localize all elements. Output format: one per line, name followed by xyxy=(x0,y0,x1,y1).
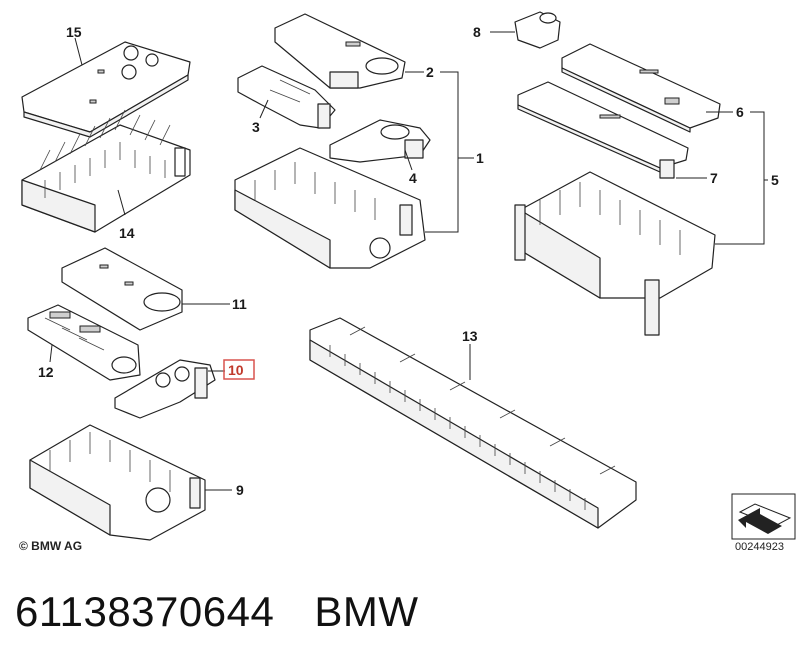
callout-13: 13 xyxy=(462,328,478,344)
callout-10: 10 xyxy=(228,362,244,378)
callout-11: 11 xyxy=(232,296,247,312)
parts-diagram: 15 14 2 3 4 1 8 6 7 5 11 12 10 9 13 xyxy=(21,11,796,541)
callout-15: 15 xyxy=(66,24,82,40)
callout-12: 12 xyxy=(38,364,54,380)
part-12-plate xyxy=(27,304,141,381)
part-6-upper-cover xyxy=(561,43,721,133)
part-5-large-box xyxy=(514,171,716,336)
brand-name: BMW xyxy=(314,588,419,635)
part-3-plate xyxy=(237,65,336,129)
reference-number: 00244923 xyxy=(735,541,784,553)
callout-9: 9 xyxy=(236,482,244,498)
part-13-strip xyxy=(309,317,637,529)
part-11-cover xyxy=(61,247,183,331)
reference-arrow-icon xyxy=(731,493,796,540)
callout-1: 1 xyxy=(476,150,484,166)
part-7-lower-cover xyxy=(517,81,689,179)
part-9-fuse-base xyxy=(29,424,206,541)
part-4-connector xyxy=(329,119,431,163)
part-caption: 61138370644 BMW xyxy=(15,588,418,636)
callout-3: 3 xyxy=(252,119,260,135)
callout-7: 7 xyxy=(710,170,718,186)
leader-lines xyxy=(49,31,768,491)
callout-6: 6 xyxy=(736,104,744,120)
callout-10-highlight xyxy=(223,359,255,380)
part-1-main-box xyxy=(234,147,426,269)
callout-14: 14 xyxy=(119,225,135,241)
callout-8: 8 xyxy=(473,24,481,40)
callout-4: 4 xyxy=(409,170,417,186)
part-10-connector xyxy=(114,359,216,419)
callout-2: 2 xyxy=(426,64,434,80)
callout-5: 5 xyxy=(771,172,779,188)
part-number: 61138370644 xyxy=(15,588,275,635)
copyright-notice: © BMW AG xyxy=(19,539,83,553)
part-2-cover xyxy=(274,13,406,89)
part-14-fuse-base xyxy=(21,109,191,233)
part-8-clip xyxy=(514,11,561,49)
part-15-cover xyxy=(21,41,191,138)
